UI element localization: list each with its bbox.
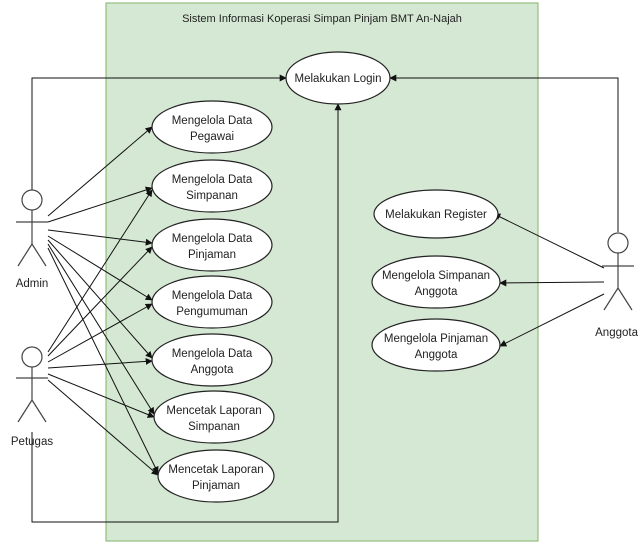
assoc-petugas-simpanan xyxy=(47,189,153,353)
use-case-lap-simpanan-line1: Mencetak Laporan xyxy=(166,405,261,417)
use-case-pinjaman-anggota-line2: Anggota xyxy=(415,349,458,361)
stick-figure-icon xyxy=(16,189,48,267)
assoc-admin-lap-pinjaman xyxy=(47,247,159,474)
use-case-pegawai-line1: Mengelola Data xyxy=(172,115,253,127)
use-case-simpanan-line2: Simpanan xyxy=(186,190,238,202)
actor-petugas[interactable]: Petugas xyxy=(11,346,53,448)
use-case-pinjaman-anggota[interactable]: Mengelola Pinjaman Anggota xyxy=(371,318,501,372)
use-case-pinjaman-anggota-line1: Mengelola Pinjaman xyxy=(384,333,488,345)
use-case-register[interactable]: Melakukan Register xyxy=(373,189,499,239)
use-case-pinjaman-line1: Mengelola Data xyxy=(172,233,253,245)
use-case-simpanan[interactable]: Mengelola Data Simpanan xyxy=(151,159,273,213)
assoc-admin-anggota xyxy=(47,239,153,359)
use-case-simpanan-line1: Mengelola Data xyxy=(172,174,253,186)
assoc-admin-lap-simpanan xyxy=(47,243,155,415)
assoc-admin-pegawai xyxy=(47,126,153,217)
actor-admin[interactable]: Admin xyxy=(16,189,49,290)
use-case-pengumuman[interactable]: Mengelola Data Pengumuman xyxy=(151,275,273,329)
assoc-petugas-pinjaman xyxy=(47,246,153,357)
use-case-anggota-data-line1: Mengelola Data xyxy=(172,348,253,360)
assoc-admin-simpanan xyxy=(47,186,153,223)
use-case-register-label: Melakukan Register xyxy=(385,209,487,221)
assoc-anggota-login xyxy=(389,74,619,232)
associations xyxy=(31,74,619,523)
use-case-pegawai[interactable]: Mengelola Data Pegawai xyxy=(151,100,273,154)
use-case-simpanan-anggota[interactable]: Mengelola Simpanan Anggota xyxy=(371,255,501,309)
assoc-admin-pinjaman xyxy=(47,229,153,246)
use-case-lap-simpanan[interactable]: Mencetak Laporan Simpanan xyxy=(153,390,275,444)
use-case-login-label: Melakukan Login xyxy=(295,73,382,85)
assoc-petugas-lap-simpanan xyxy=(47,373,155,418)
stick-figure-icon xyxy=(602,232,634,311)
actor-admin-label: Admin xyxy=(16,278,49,290)
use-case-pinjaman-line2: Pinjaman xyxy=(188,249,236,261)
use-case-pinjaman[interactable]: Mengelola Data Pinjaman xyxy=(151,218,273,272)
use-case-anggota-data-line2: Anggota xyxy=(191,364,234,376)
actor-petugas-label: Petugas xyxy=(11,436,53,448)
use-case-login[interactable]: Melakukan Login xyxy=(285,51,391,105)
assoc-anggota-register xyxy=(493,213,605,269)
assoc-admin-login xyxy=(31,74,287,190)
stick-figure-icon xyxy=(16,346,48,423)
assoc-petugas-lap-pinjaman xyxy=(47,379,159,476)
assoc-petugas-anggota xyxy=(47,357,153,369)
actor-anggota-label: Anggota xyxy=(595,327,638,339)
assoc-petugas-pengumuman xyxy=(47,303,153,363)
use-case-pegawai-line2: Pegawai xyxy=(190,131,234,143)
use-case-lap-simpanan-line2: Simpanan xyxy=(188,421,240,433)
assoc-anggota-pinjaman xyxy=(499,293,605,347)
use-case-lap-pinjaman[interactable]: Mencetak Laporan Pinjaman xyxy=(157,449,275,503)
assoc-admin-pengumuman xyxy=(47,235,153,301)
use-case-anggota-data[interactable]: Mengelola Data Anggota xyxy=(151,333,273,387)
use-case-simpanan-anggota-line2: Anggota xyxy=(415,286,458,298)
system-title: Sistem Informasi Koperasi Simpan Pinjam … xyxy=(182,13,462,25)
assoc-anggota-simpanan xyxy=(499,279,605,287)
assoc-petugas-login xyxy=(31,103,342,523)
actor-anggota[interactable]: Anggota xyxy=(595,232,639,339)
use-case-pengumuman-line1: Mengelola Data xyxy=(172,290,253,302)
use-case-simpanan-anggota-line1: Mengelola Simpanan xyxy=(382,270,490,282)
use-case-lap-pinjaman-line2: Pinjaman xyxy=(192,480,240,492)
use-case-pengumuman-line2: Pengumuman xyxy=(176,306,248,318)
use-case-lap-pinjaman-line1: Mencetak Laporan xyxy=(168,464,263,476)
